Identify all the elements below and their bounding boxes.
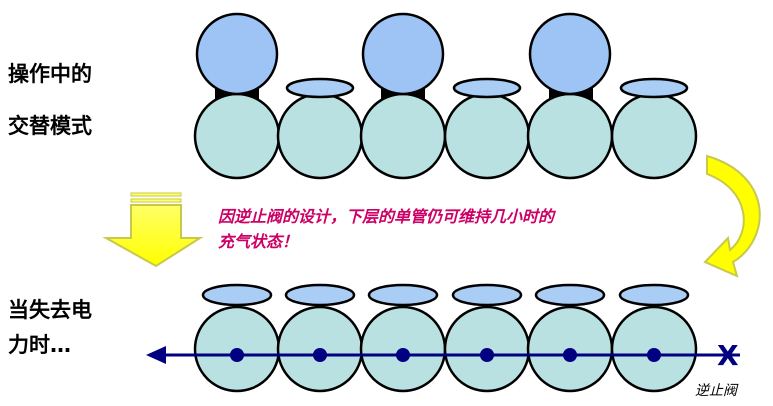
note-line2: 充气状态！ [218,231,299,251]
deflated-cell [451,283,523,307]
deflated-cell [284,283,356,307]
deflated-cell [618,283,690,307]
valve-dot [647,348,661,362]
valve-dot [313,348,327,362]
top-row [193,12,698,180]
air-cell [359,92,447,180]
deflated-cell [619,77,689,99]
air-cell [443,92,531,180]
inflated-cell [528,12,612,96]
valve-dot [480,348,494,362]
deflated-cell [452,77,522,99]
check-valve-label: 逆止阀 [695,383,737,399]
deflated-cell [534,283,606,307]
operating-label-line1: 操作中的 [8,62,92,86]
valve-dot [563,348,577,362]
power-loss-label-line1: 当失去电 [8,298,92,322]
power-loss-label-line2: 力时… [8,333,71,357]
note-line1: 因逆止阀的设计，下层的单管仍可维持几小时的 [218,207,555,226]
note-text: 因逆止阀的设计，下层的单管仍可维持几小时的 充气状态！ [218,205,554,255]
inflated-cell [195,12,279,96]
deflated-cell [285,77,355,99]
bottom-row: X [146,283,740,393]
left-arrowhead-icon [146,346,166,364]
air-cell [610,92,698,180]
check-valve-x-icon: X [717,339,739,372]
valve-dot [230,348,244,362]
inflated-cell [361,12,445,96]
air-cell [193,92,281,180]
operating-label-line2: 交替模式 [8,114,92,138]
air-cell [526,92,614,180]
deflated-cell [367,283,439,307]
deflated-cell [201,283,273,307]
air-cell [276,92,364,180]
down-arrow-icon [102,192,204,268]
valve-dot [396,348,410,362]
curved-arrow-icon [703,154,761,278]
